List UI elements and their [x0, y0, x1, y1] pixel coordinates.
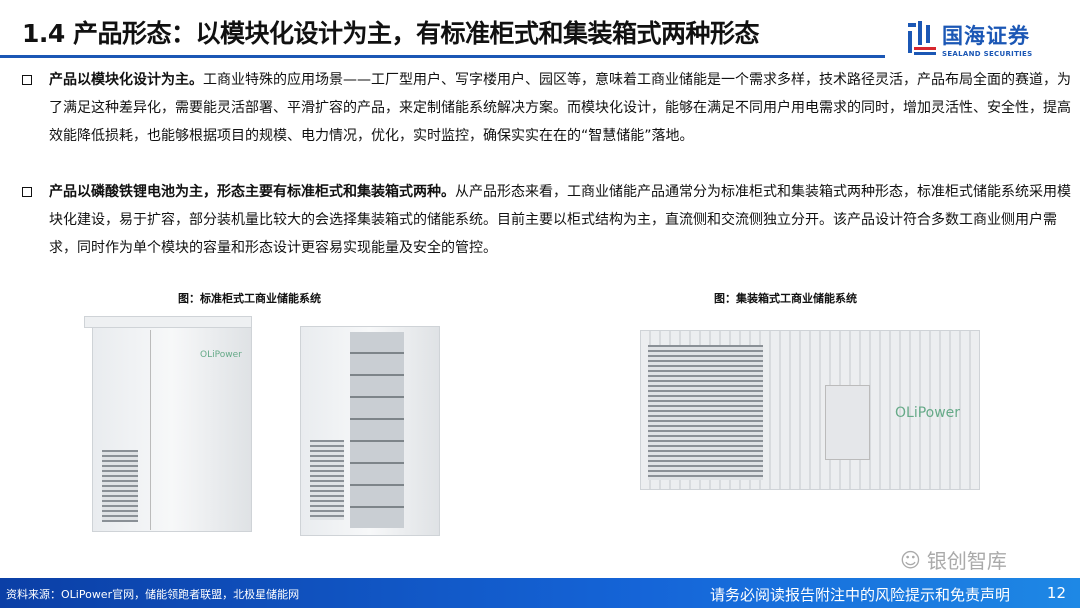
bullet-heading: 产品以模块化设计为主。	[49, 72, 203, 88]
square-bullet-icon	[22, 187, 32, 197]
footer: 资料来源：OLiPower官网，储能领跑者联盟，北极星储能网 请务必阅读报告附注…	[0, 578, 1080, 608]
title-divider	[0, 55, 885, 58]
bullet-modular: 产品以模块化设计为主。工商业特殊的应用场景——工厂型用户、写字楼用户、园区等，意…	[22, 66, 1072, 150]
page-number: 12	[1046, 584, 1066, 602]
square-bullet-icon	[22, 75, 32, 85]
source-note: 资料来源：OLiPower官网，储能领跑者联盟，北极星储能网	[6, 588, 300, 601]
logo-en: SEALAND SECURITIES	[942, 50, 1033, 58]
wechat-icon: ☺	[900, 547, 921, 572]
brand-label: OLiPower	[200, 350, 242, 360]
brand-label: OLiPower	[895, 405, 961, 421]
bullet-battery: 产品以磷酸铁锂电池为主，形态主要有标准柜式和集装箱式两种。从产品形态来看，工商业…	[22, 178, 1072, 262]
logo-cn: 国海证券	[942, 24, 1030, 48]
bullet-heading: 产品以磷酸铁锂电池为主，形态主要有标准柜式和集装箱式两种。	[49, 184, 455, 200]
bullet-text: 工商业特殊的应用场景——工厂型用户、写字楼用户、园区等，意味着工商业储能是一个需…	[49, 72, 1071, 144]
watermark-text: 银创智库	[926, 549, 1007, 573]
company-logo: 国海证券 SEALAND SECURITIES	[908, 20, 1032, 58]
figure-caption-cabinet: 图：标准柜式工商业储能系统	[178, 292, 321, 305]
figure-caption-container: 图：集装箱式工商业储能系统	[714, 292, 857, 305]
watermark: ☺银创智库	[900, 545, 1007, 574]
logo-mark-icon	[908, 21, 936, 57]
bullet-text: 从产品形态来看，工商业储能产品通常分为标准柜式和集装箱式两种形态，标准柜式储能系…	[49, 184, 1071, 256]
page-title: 1.4 产品形态：以模块化设计为主，有标准柜式和集装箱式两种形态	[22, 19, 760, 48]
disclaimer: 请务必阅读报告附注中的风险提示和免责声明	[709, 586, 1010, 604]
